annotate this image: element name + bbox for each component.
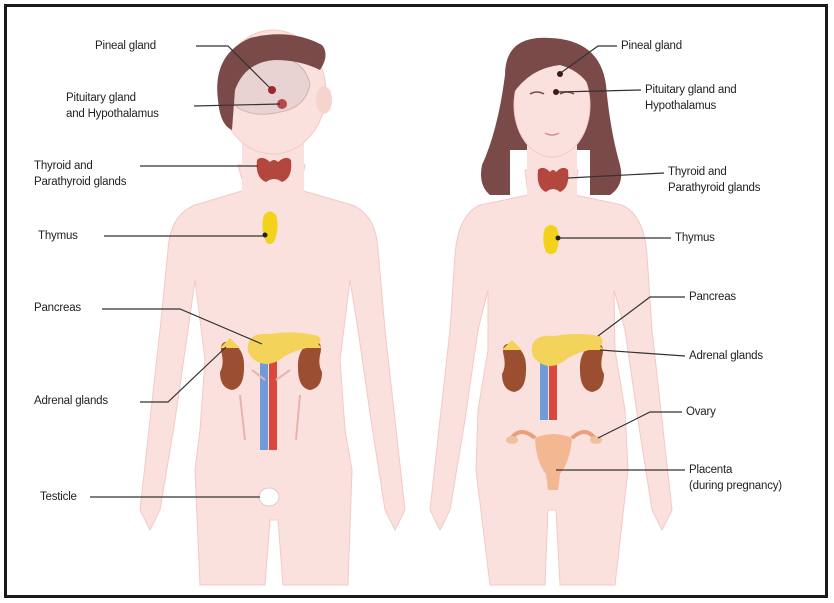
male-figure [140, 30, 405, 585]
male-artery [269, 355, 277, 450]
label-female-thymus: Thymus [675, 230, 715, 246]
label-female-pituitary-line2: Hypothalamus [645, 98, 736, 114]
male-thymus-dot [263, 233, 268, 238]
label-female-placenta: Placenta (during pregnancy) [689, 462, 782, 494]
label-male-pancreas: Pancreas [34, 300, 81, 316]
label-female-placenta-line1: Placenta [689, 462, 782, 478]
label-female-pineal-gland: Pineal gland [621, 38, 682, 54]
label-female-thyroid-line2: Parathyroid glands [668, 180, 760, 196]
label-female-placenta-line2: (during pregnancy) [689, 478, 782, 494]
label-female-ovary: Ovary [686, 404, 716, 420]
label-male-pituitary-hypothalamus: Pituitary gland and Hypothalamus [66, 90, 159, 122]
label-female-pituitary-line1: Pituitary gland and [645, 82, 736, 98]
label-female-pituitary-hypothalamus: Pituitary gland and Hypothalamus [645, 82, 736, 114]
male-ear [316, 86, 332, 114]
male-testicle [259, 488, 279, 506]
label-male-pituitary-line2: and Hypothalamus [66, 106, 159, 122]
label-male-thyroid-line2: Parathyroid glands [34, 174, 126, 190]
label-female-thyroid-line1: Thyroid and [668, 164, 760, 180]
female-thymus-dot [556, 236, 561, 241]
label-male-testicle: Testicle [40, 489, 77, 505]
label-female-adrenal-glands: Adrenal glands [689, 348, 763, 364]
label-female-pancreas: Pancreas [689, 289, 736, 305]
female-figure [430, 38, 672, 585]
male-vein [260, 355, 268, 450]
female-left-ovary [506, 436, 518, 444]
label-male-thyroid-line1: Thyroid and [34, 158, 126, 174]
label-male-pituitary-line1: Pituitary gland [66, 90, 159, 106]
label-male-adrenal-glands: Adrenal glands [34, 393, 108, 409]
label-male-thymus: Thymus [38, 228, 78, 244]
label-male-thyroid-parathyroid: Thyroid and Parathyroid glands [34, 158, 126, 190]
male-thyroid [257, 158, 292, 182]
female-thyroid [538, 168, 569, 192]
label-male-pineal-gland: Pineal gland [95, 38, 156, 54]
label-female-thyroid-parathyroid: Thyroid and Parathyroid glands [668, 164, 760, 196]
